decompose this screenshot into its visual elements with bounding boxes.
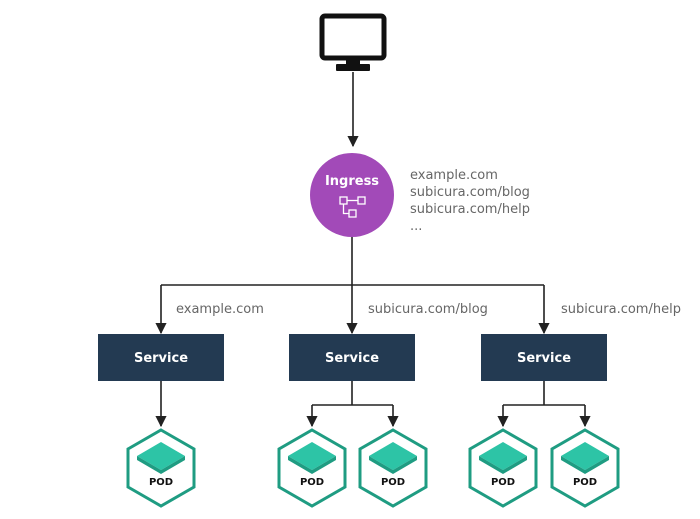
ingress-rule: subicura.com/help	[410, 202, 530, 217]
pod-hexagon-icon[interactable]: POD	[550, 428, 620, 508]
pod-hexagon-icon[interactable]: POD	[277, 428, 347, 508]
route-path-label: subicura.com/help	[561, 302, 681, 317]
pod-label: POD	[300, 477, 324, 488]
route-path-label: subicura.com/blog	[368, 302, 488, 317]
service-box[interactable]: Service	[481, 334, 607, 381]
pod-label: POD	[491, 477, 515, 488]
ingress-to-services-connectors	[155, 237, 550, 335]
service-to-pods-connectors	[155, 381, 591, 428]
pod-label: POD	[573, 477, 597, 488]
pod-label: POD	[149, 477, 173, 488]
ingress-label: Ingress	[325, 174, 379, 189]
monitor-icon	[319, 13, 387, 71]
route-path-label: example.com	[176, 302, 264, 317]
service-label: Service	[325, 351, 379, 366]
ingress-routing-icon	[339, 196, 366, 218]
pod-hexagon-icon[interactable]: POD	[126, 428, 196, 508]
pod-hexagon-icon[interactable]: POD	[358, 428, 428, 508]
ingress-rules: example.com subicura.com/blog subicura.c…	[410, 168, 530, 234]
service-label: Service	[517, 351, 571, 366]
ingress-rule: subicura.com/blog	[410, 185, 530, 200]
ingress-node[interactable]: Ingress	[310, 153, 394, 237]
ingress-rule: example.com	[410, 168, 498, 183]
ingress-rule: ...	[410, 219, 422, 234]
pod-hexagon-icon[interactable]: POD	[468, 428, 538, 508]
pod-label: POD	[381, 477, 405, 488]
service-box[interactable]: Service	[98, 334, 224, 381]
service-box[interactable]: Service	[289, 334, 415, 381]
ingress-circle	[310, 153, 394, 237]
service-label: Service	[134, 351, 188, 366]
